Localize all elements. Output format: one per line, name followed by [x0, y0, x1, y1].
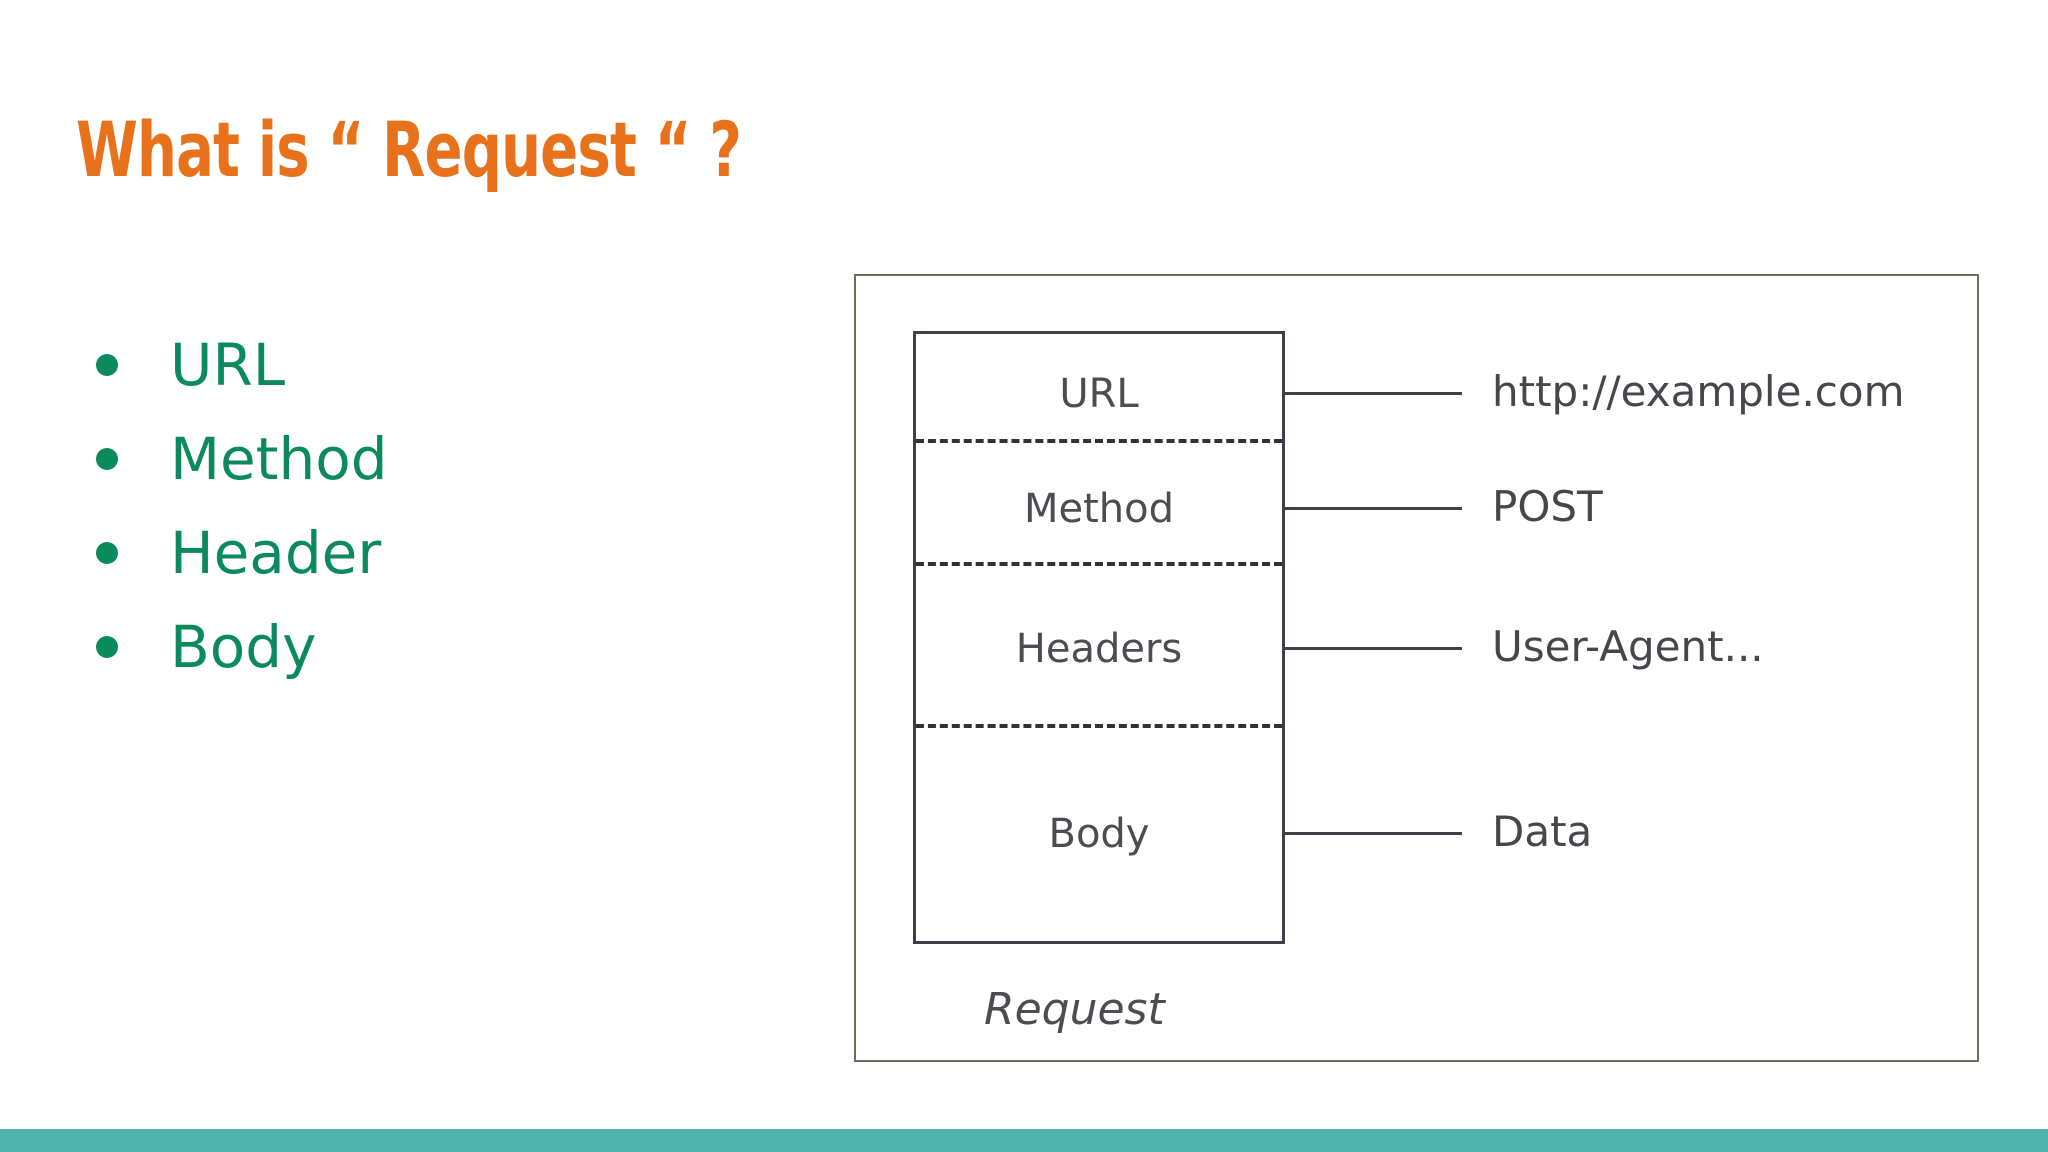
connector-line-url	[1285, 392, 1462, 395]
bullet-dot-icon	[96, 448, 118, 470]
value-label-method: POST	[1492, 482, 1603, 531]
connector-line-headers	[1285, 647, 1462, 650]
bullet-dot-icon	[96, 636, 118, 658]
value-label-body: Data	[1492, 807, 1593, 856]
segment-label-body: Body	[1048, 811, 1150, 857]
segment-label-headers: Headers	[1015, 626, 1183, 672]
segment-divider	[916, 439, 1282, 443]
list-item: Method	[96, 412, 616, 506]
list-item: Header	[96, 506, 616, 600]
connector-line-body	[1285, 832, 1462, 835]
segment-label-method: Method	[1023, 486, 1175, 532]
segment-label-url: URL	[1059, 371, 1139, 417]
segment-divider	[916, 562, 1282, 566]
diagram-caption: Request	[984, 984, 1165, 1035]
value-label-headers: User-Agent...	[1492, 622, 1764, 671]
bullet-dot-icon	[96, 354, 118, 376]
connector-line-method	[1285, 507, 1462, 510]
bullet-dot-icon	[96, 542, 118, 564]
request-structure-box: URL Method Headers Body	[913, 331, 1285, 944]
list-item: URL	[96, 318, 616, 412]
page-title: What is “ Request “ ?	[76, 105, 742, 194]
list-item-label: Body	[170, 613, 317, 681]
segment-divider	[916, 724, 1282, 728]
feature-bullet-list: URL Method Header Body	[96, 318, 616, 694]
value-label-url: http://example.com	[1492, 367, 1905, 416]
footer-accent-bar	[0, 1129, 2048, 1152]
list-item-label: Method	[170, 425, 388, 493]
list-item: Body	[96, 600, 616, 694]
list-item-label: Header	[170, 519, 382, 587]
list-item-label: URL	[170, 331, 286, 399]
request-diagram-frame: URL Method Headers Body http://example.c…	[854, 274, 1979, 1062]
